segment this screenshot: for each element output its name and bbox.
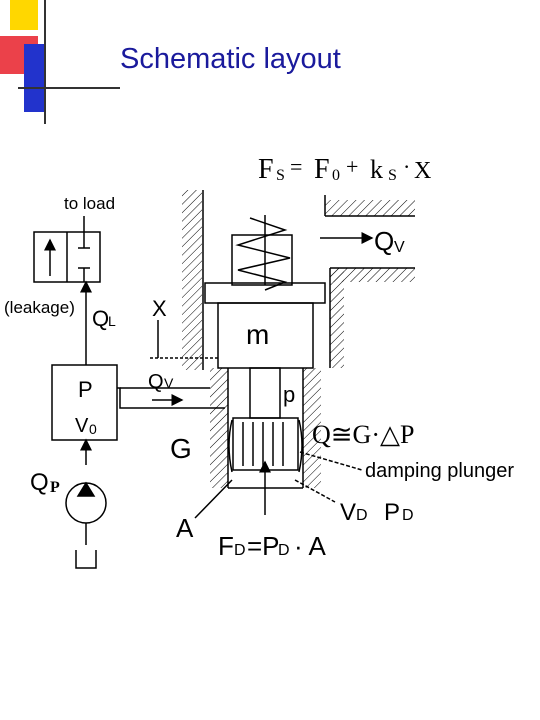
pd-sub-label: D bbox=[402, 507, 414, 524]
hydraulic-schematic: F S = F 0 + k S · X to load (leakage) Q … bbox=[4, 154, 514, 569]
lower-left-wall bbox=[210, 368, 228, 488]
logo-blue-square bbox=[24, 44, 44, 112]
ql-label: Q bbox=[92, 306, 109, 331]
eq-x: X bbox=[414, 158, 431, 184]
spring-coil bbox=[235, 217, 291, 291]
qp-label: Q bbox=[30, 469, 49, 496]
fd-label: F bbox=[218, 531, 234, 561]
spring-housing bbox=[231, 234, 293, 286]
p-small-label: p bbox=[283, 382, 295, 407]
leader-a bbox=[194, 479, 233, 519]
eq-fs-sub: S bbox=[276, 167, 285, 184]
eq-k-sub: S bbox=[388, 167, 397, 184]
ql-sub-label: L bbox=[108, 313, 116, 329]
pump-triangle bbox=[76, 481, 96, 497]
q-equation: Q≅G·△P bbox=[312, 420, 414, 449]
fd-sub2-label: D bbox=[278, 542, 290, 559]
qv-left-sub-label: V bbox=[164, 375, 174, 391]
leader-vd bbox=[294, 479, 336, 503]
decorative-logo bbox=[0, 0, 120, 124]
to-load-label: to load bbox=[64, 194, 115, 213]
right-side-wall bbox=[330, 268, 344, 368]
slide-title: Schematic layout bbox=[120, 43, 341, 75]
eq-dot: · bbox=[403, 154, 410, 179]
plunger-stem bbox=[249, 367, 281, 419]
qv-top-sub-label: V bbox=[394, 239, 405, 256]
a-label: A bbox=[176, 513, 194, 543]
fd-rest-label: · A bbox=[294, 531, 326, 561]
qp-sub-label: P bbox=[50, 479, 60, 496]
damping-plunger-label: damping plunger bbox=[365, 460, 514, 482]
left-housing-wall bbox=[182, 190, 202, 370]
right-mid-wall bbox=[330, 268, 415, 282]
v0-label: V bbox=[75, 415, 89, 437]
eq-f0-sub: 0 bbox=[332, 167, 340, 184]
pd-label: P bbox=[384, 499, 400, 526]
leak-path-left bbox=[228, 419, 233, 473]
eq-k: k bbox=[370, 155, 383, 184]
v0-sub-label: 0 bbox=[89, 421, 97, 437]
leakage-label: (leakage) bbox=[4, 298, 75, 317]
eq-f0: F bbox=[314, 154, 330, 185]
qv-left-label: Q bbox=[148, 371, 164, 393]
fd-sub-label: D bbox=[234, 542, 246, 559]
right-upper-wall bbox=[325, 200, 415, 216]
fd-eq2-label: =P bbox=[247, 531, 280, 561]
logo-yellow-square bbox=[10, 0, 38, 30]
piston-head bbox=[204, 282, 326, 304]
p-chamber-label: P bbox=[78, 377, 93, 402]
vd-sub-label: D bbox=[356, 507, 368, 524]
mass-label: m bbox=[246, 319, 269, 350]
lower-right-wall bbox=[303, 368, 321, 488]
eq-fs: F bbox=[258, 154, 274, 185]
x-label: X bbox=[152, 296, 167, 321]
g-label: G bbox=[170, 433, 192, 464]
tank-symbol bbox=[75, 550, 97, 569]
vd-label: V bbox=[340, 499, 356, 526]
eq-plus: + bbox=[346, 154, 358, 179]
eq-equals: = bbox=[290, 154, 302, 179]
line-chamber-to-valve bbox=[117, 387, 225, 409]
leak-path-right bbox=[298, 419, 303, 473]
leader-damping bbox=[299, 451, 363, 471]
qv-top-label: Q bbox=[374, 226, 394, 256]
